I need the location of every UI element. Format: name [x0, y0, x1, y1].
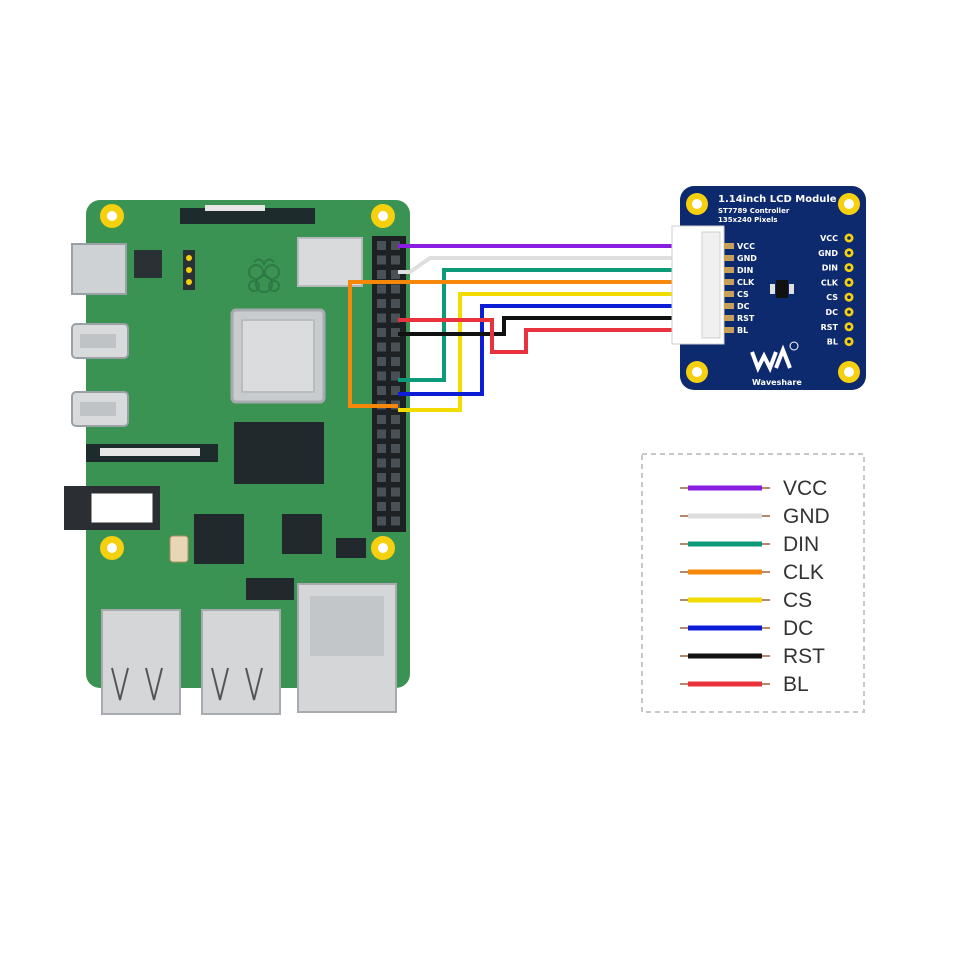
gpio-pin [377, 516, 386, 526]
legend-label: DIN [783, 533, 819, 556]
gpio-pin [377, 270, 386, 279]
gpio-pin [391, 386, 400, 395]
connector-pin [724, 267, 734, 273]
gpio-pin [377, 284, 386, 294]
connector-pin-label: GND [737, 254, 757, 263]
gpio-pin [377, 328, 386, 337]
connector-pin [724, 315, 734, 321]
wire-din [398, 268, 672, 382]
gpio-pin [391, 241, 400, 250]
lcd-resolution: 135x240 Pixels [718, 216, 778, 224]
connector-pin-label: DC [737, 302, 750, 311]
gpio-pin [391, 371, 400, 381]
gpio-pin [377, 458, 386, 468]
wires [348, 244, 672, 412]
connector-pin-label: CS [737, 290, 749, 299]
lcd-module: 1.14inch LCD Module ST7789 Controller 13… [671, 186, 866, 390]
wire-cs [398, 292, 672, 412]
connector-pin [724, 243, 734, 249]
header-pin-label: VCC [820, 234, 838, 243]
gpio-pin [391, 357, 400, 366]
gpio-pin [377, 444, 386, 453]
lcd-brand: Waveshare [752, 378, 802, 387]
connector-pin [724, 279, 734, 285]
legend-label: BL [783, 673, 809, 696]
connector-pin [724, 255, 734, 261]
raspberry-pi-board [64, 200, 410, 715]
usb-port-1 [101, 609, 181, 715]
gpio-pin [391, 444, 400, 453]
gpio-pin [377, 255, 386, 265]
connector-pin-label: DIN [737, 266, 753, 275]
wifi-module [297, 237, 363, 287]
gpio-pin [377, 357, 386, 366]
gpio-pin [391, 502, 400, 511]
gpio-pin [391, 458, 400, 468]
header-pin-label: GND [818, 249, 838, 258]
gpio-pin [391, 284, 400, 294]
legend-label: DC [783, 617, 813, 640]
gpio-pin [377, 299, 386, 308]
gpio-pin [391, 255, 400, 265]
gpio-pin [391, 328, 400, 337]
header-pin-label: BL [827, 338, 838, 347]
gpio-pin [391, 516, 400, 526]
gpio-pin [377, 502, 386, 511]
gpio-pin [377, 386, 386, 395]
legend-label: RST [783, 645, 825, 668]
gpio-pin [391, 473, 400, 482]
connector-pin [724, 327, 734, 333]
gpio-pin [391, 429, 400, 439]
usb-c-port [71, 243, 127, 295]
header-pin-label: CS [826, 293, 838, 302]
legend-frame [641, 453, 865, 713]
gpio-pin [377, 342, 386, 352]
legend-label: CS [783, 589, 812, 612]
gpio-pin [377, 415, 386, 424]
connector-pin-label: RST [737, 314, 755, 323]
connector-pin-label: CLK [737, 278, 755, 287]
gpio-pin [377, 313, 386, 323]
gpio-pins [377, 241, 400, 526]
header-pin-label: CLK [821, 278, 839, 287]
wire-bl [398, 318, 672, 354]
gpio-pin [391, 313, 400, 323]
legend: VCC GND DIN CLK CS DC RST BL [641, 453, 865, 713]
legend-label: GND [783, 505, 830, 528]
wire-rst [398, 316, 672, 336]
header-pin-label: DC [825, 308, 838, 317]
gpio-pin [377, 241, 386, 250]
connector-pin [724, 303, 734, 309]
connector-pin-label: VCC [737, 242, 755, 251]
gpio-pin [377, 487, 386, 497]
connector-pin-label: BL [737, 326, 748, 335]
usb-controller-chip [194, 514, 244, 564]
gpio-pin [377, 371, 386, 381]
connector-pin [724, 291, 734, 297]
waveshare-logo-icon [750, 341, 799, 373]
raspberry-logo-icon [248, 258, 280, 293]
gpio-pin [391, 299, 400, 308]
header-pin-label: DIN [822, 264, 838, 273]
gpio-pin [377, 429, 386, 439]
gpio-pin [391, 270, 400, 279]
gpio-pin [377, 473, 386, 482]
ram-chip [234, 422, 324, 484]
lcd-title: 1.14inch LCD Module [718, 194, 837, 205]
ethernet-chip [282, 514, 322, 554]
display-connector [180, 208, 315, 224]
wire-gnd [398, 256, 672, 274]
lcd-controller: ST7789 Controller [718, 207, 790, 215]
usb-port-2 [201, 609, 281, 715]
legend-label: CLK [783, 561, 824, 584]
header-pin-label: RST [821, 323, 839, 332]
gpio-pin [391, 487, 400, 497]
gpio-pin [391, 415, 400, 424]
legend-label: VCC [783, 477, 827, 500]
gpio-pin [391, 342, 400, 352]
wire-dc [398, 304, 672, 396]
wire-clk [348, 280, 672, 408]
